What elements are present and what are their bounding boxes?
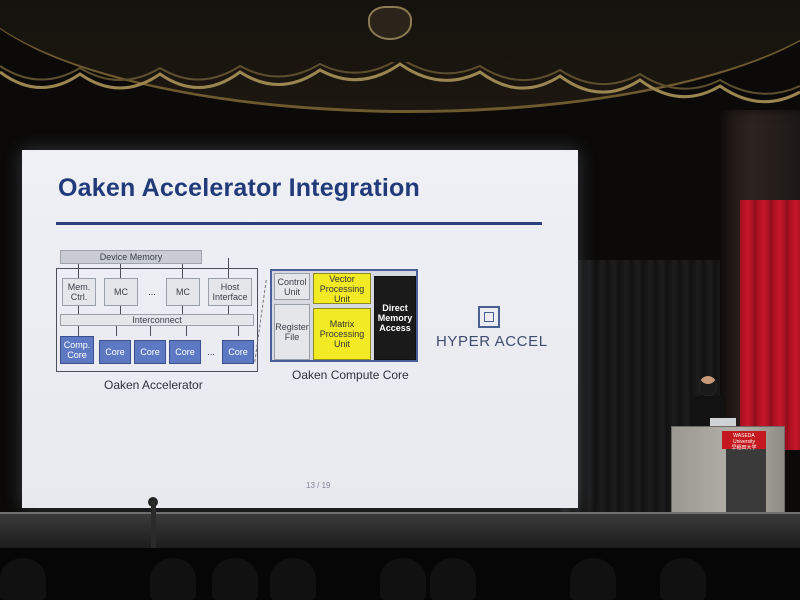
audience-head [270,558,316,600]
interconnect-bar: Interconnect [60,314,254,326]
control-unit-box: Control Unit [274,273,310,300]
mc-box: MC [166,278,200,306]
device-memory-box: Device Memory [60,250,202,264]
accelerator-caption: Oaken Accelerator [104,378,203,392]
projection-screen: Oaken Accelerator Integration Device Mem… [22,150,578,508]
connector [228,258,229,278]
mem-ctrl-box: Mem. Ctrl. [62,278,96,306]
laptop [710,418,736,428]
audience-head [380,558,426,600]
connector [78,264,79,278]
ellipsis: ... [207,347,215,357]
core-box: Core [169,340,201,364]
audience-head [570,558,616,600]
connector [186,326,187,336]
core-box: Core [134,340,166,364]
podium-sign-line2: 早稲田大学 [731,445,757,451]
register-file-box: Register File [274,304,310,360]
connector [182,306,183,314]
stage-floor [0,512,800,554]
hyper-accel-logo-text: HYPER ACCEL [436,333,548,350]
red-curtain [740,200,800,450]
slide-number: 13 / 19 [306,481,331,490]
audience-head [150,558,196,600]
connector [120,306,121,314]
comp-core-box: Comp. Core [60,336,94,364]
podium-sign-line1: WASEDA University [733,433,755,445]
connector [78,306,79,314]
connector [78,326,79,336]
mic-stand [151,500,156,548]
podium-sign: WASEDA University 早稲田大学 [722,431,766,451]
compute-core-caption: Oaken Compute Core [292,368,409,382]
hyper-accel-logo-icon [478,306,500,328]
vector-unit-box: Vector Processing Unit [313,273,371,304]
connector [116,326,117,336]
slide-title: Oaken Accelerator Integration [58,174,420,202]
audience-head [0,558,46,600]
connector [182,264,183,278]
connector [228,306,229,314]
audience-head [660,558,706,600]
audience-head [212,558,258,600]
ellipsis: ... [148,287,156,297]
matrix-unit-box: Matrix Processing Unit [313,308,371,360]
podium: WASEDA University 早稲田大学 [671,426,785,522]
presenter-head [699,376,717,396]
connector [150,326,151,336]
core-box: Core [99,340,131,364]
crest-ornament [368,6,412,40]
dma-box: Direct Memory Access [374,276,416,360]
connector [238,326,239,336]
mc-box: MC [104,278,138,306]
core-box: Core [222,340,254,364]
audience-head [430,558,476,600]
title-underline [56,222,542,225]
host-interface-box: Host Interface [208,278,252,306]
audience [0,548,800,600]
valance-drape [0,62,800,104]
accelerator-frame [56,268,258,372]
connector [120,264,121,278]
